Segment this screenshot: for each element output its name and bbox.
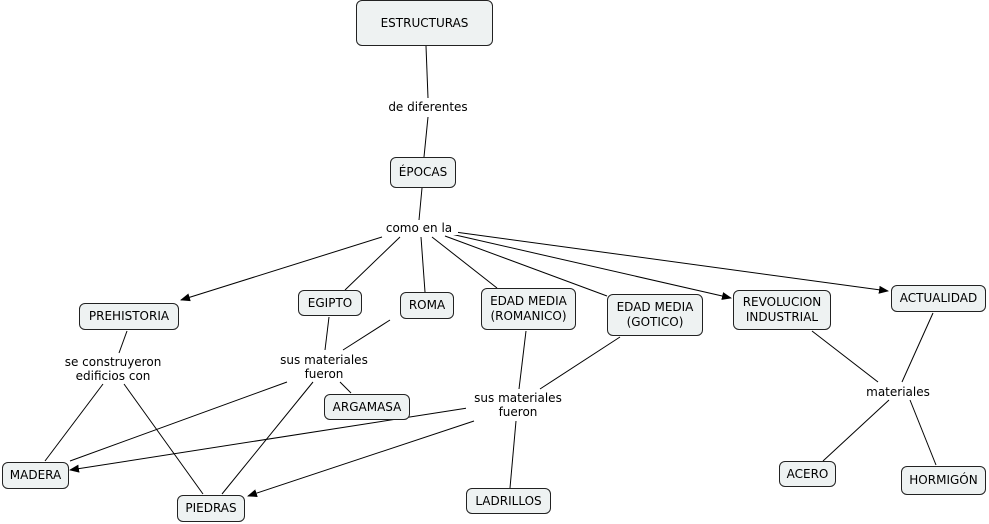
edge-prehistoria-se-construyeron (118, 330, 128, 354)
edge-como-roma (420, 236, 426, 293)
edge-sus-materiales-piedras (221, 381, 314, 495)
edge-como-romanico (431, 236, 498, 289)
concept-revolucion-industrial[interactable]: REVOLUCION INDUSTRIAL (733, 290, 831, 330)
edge-como-egipto (344, 236, 401, 291)
edge-actualidad-materiales (901, 312, 934, 383)
edge-revolucion-materiales (811, 330, 879, 383)
concept-argamasa[interactable]: ARGAMASA (324, 394, 410, 420)
concept-prehistoria[interactable]: PREHISTORIA (79, 303, 179, 330)
linking-phrase-materiales: materiales (860, 385, 936, 399)
concept-estructuras[interactable]: ESTRUCTURAS (356, 0, 493, 46)
edge-como-revolucion (450, 233, 732, 300)
concept-roma[interactable]: ROMA (400, 292, 454, 319)
linking-phrase-sus-materiales-1: sus materiales fueron (272, 353, 376, 381)
edge-sus-materiales-ladrillos (509, 420, 517, 489)
concept-piedras[interactable]: PIEDRAS (177, 495, 245, 522)
linking-phrase-como-en-la: como en la (380, 221, 458, 235)
concept-edad-media-gotico[interactable]: EDAD MEDIA (GOTICO) (607, 294, 703, 336)
edge-egipto-sus-materiales (324, 316, 330, 351)
edge-sus-materiales-argamasa (339, 381, 352, 394)
concept-edad-media-romanico[interactable]: EDAD MEDIA (ROMANICO) (481, 288, 576, 330)
linking-phrase-de-diferentes: de diferentes (382, 100, 474, 114)
edge-gotico-sus-materiales (539, 336, 621, 390)
edge-estructuras-de-diferentes (425, 45, 429, 99)
concept-acero[interactable]: ACERO (779, 461, 836, 487)
linking-phrase-sus-materiales-2: sus materiales fueron (466, 391, 570, 419)
edge-sus-materiales-madera (69, 381, 288, 462)
edge-materiales-hormigon (909, 399, 937, 466)
edge-sus-materiales-piedras-2 (247, 420, 475, 497)
concept-ladrillos[interactable]: LADRILLOS (466, 488, 551, 514)
edge-como-gotico (444, 235, 608, 297)
edge-roma-sus-materiales (342, 319, 391, 351)
concept-egipto[interactable]: EGIPTO (298, 290, 362, 316)
edge-como-actualidad (454, 231, 889, 294)
concept-hormigon[interactable]: HORMIGÓN (901, 466, 986, 495)
linking-phrase-se-construyeron: se construyeron edificios con (56, 355, 170, 383)
concept-epocas[interactable]: ÉPOCAS (390, 157, 456, 188)
concept-madera[interactable]: MADERA (2, 462, 69, 489)
concept-actualidad[interactable]: ACTUALIDAD (891, 285, 986, 312)
edge-materiales-acero (822, 399, 890, 462)
edge-se-construyeron-madera (44, 383, 104, 462)
edge-de-diferentes-epocas (423, 116, 429, 158)
edge-epocas-como-en-la (418, 187, 423, 221)
edge-romanico-sus-materiales (518, 330, 527, 390)
edge-se-construyeron-piedras (123, 383, 204, 495)
edge-como-prehistoria (180, 236, 383, 302)
